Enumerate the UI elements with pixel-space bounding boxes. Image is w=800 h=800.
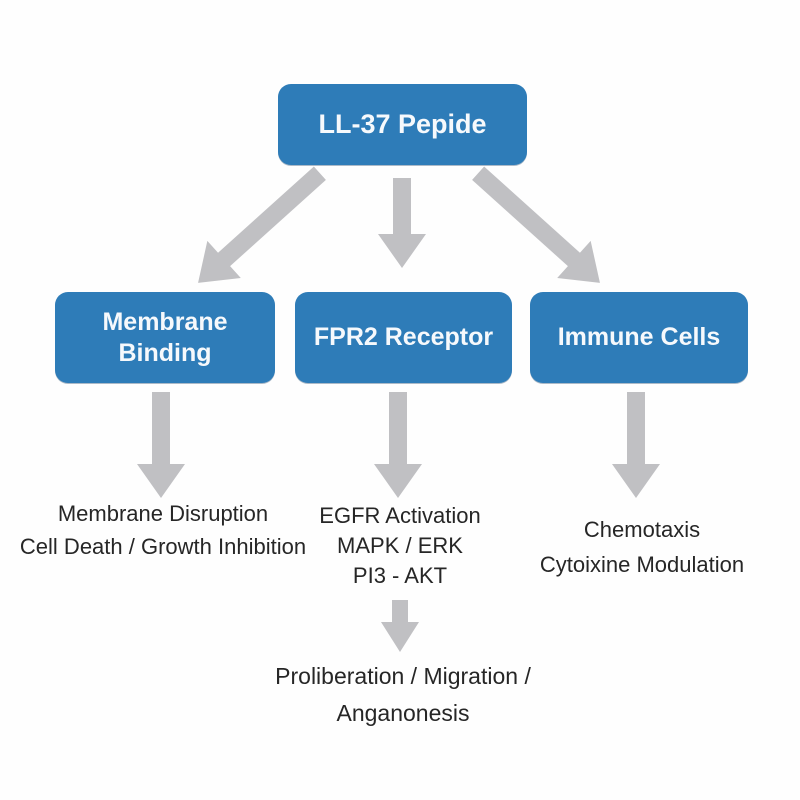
outcome-line: Proliberation / Migration /: [275, 663, 531, 689]
effect-line: Chemotaxis: [583, 517, 701, 542]
node-membrane-binding: Membrane Binding: [55, 292, 275, 383]
membrane-binding-effects: Membrane Disruption Cell Death / Growth …: [3, 497, 323, 563]
effect-line: PI3 - AKT: [352, 563, 448, 588]
effect-line: MAPK / ERK: [337, 533, 463, 558]
arrow-fpr2-receptor-to-effects: [374, 392, 422, 498]
effect-line: Membrane Disruption: [57, 501, 269, 526]
arrow-root-to-membrane-binding: [198, 166, 326, 283]
effect-line: Cytoixine Modulation: [539, 552, 745, 577]
node-fpr2-receptor: FPR2 Receptor: [295, 292, 512, 383]
arrow-root-to-fpr2-receptor: [378, 178, 426, 268]
fpr2-receptor-effects: EGFR Activation MAPK / ERK PI3 - AKT: [290, 501, 510, 591]
node-ll37-peptide: LL-37 Pepide: [278, 84, 527, 165]
arrow-fpr2-effects-to-downstream: [381, 600, 419, 652]
fpr2-downstream-outcomes: Proliberation / Migration / Anganonesis: [253, 658, 553, 732]
immune-cells-effects: Chemotaxis Cytoixine Modulation: [512, 512, 772, 582]
arrow-membrane-binding-to-effects: [137, 392, 185, 498]
outcome-line: Anganonesis: [336, 700, 470, 726]
effect-line: Cell Death / Growth Inhibition: [19, 534, 307, 559]
arrow-root-to-immune-cells: [472, 166, 600, 283]
arrow-immune-cells-to-effects: [612, 392, 660, 498]
node-immune-cells: Immune Cells: [530, 292, 748, 383]
effect-line: EGFR Activation: [319, 503, 481, 528]
